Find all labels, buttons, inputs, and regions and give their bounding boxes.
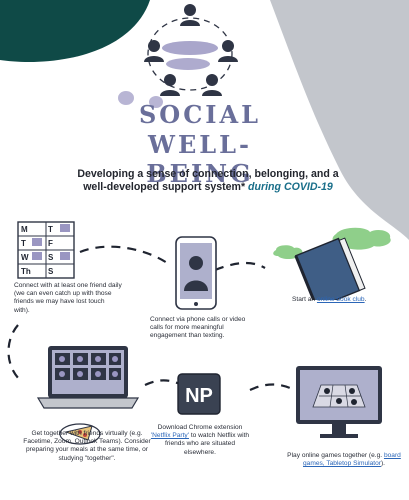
book-club-prefix: Start an xyxy=(292,296,316,303)
calendar-letter-2: W xyxy=(21,253,29,262)
laptop-icon xyxy=(36,346,140,409)
title-line-2: WELL-BEING xyxy=(146,130,254,188)
subtitle-line-1: Developing a sense of connection, belong… xyxy=(77,168,339,180)
subtitle-accent: during COVID-19 xyxy=(248,181,333,193)
netflix-prefix: Download Chrome extension xyxy=(157,424,243,431)
netflix-party-icon: NP xyxy=(177,373,221,415)
board-games-link[interactable]: board games, Tabletop Simulator xyxy=(303,452,401,468)
netflix-party-link[interactable]: 'Netflix Party' xyxy=(150,432,189,440)
title-line-1: SOCIAL xyxy=(138,100,262,129)
calendar-letter-4: T xyxy=(48,225,53,234)
subtitle-line-2: well-developed support system* during CO… xyxy=(40,181,376,194)
phone-icon xyxy=(175,236,217,310)
calendar-letter-0: M xyxy=(21,225,28,234)
caption-netflix-party: Download Chrome extension 'Netflix Party… xyxy=(150,424,250,457)
caption-online-games: Play online games together (e.g. board g… xyxy=(282,452,406,468)
connection-circle-illustration xyxy=(118,4,238,108)
monitor-game-icon xyxy=(296,366,382,438)
np-icon-label: NP xyxy=(185,385,213,407)
caption-phone-calls: Connect via phone calls or video calls f… xyxy=(150,316,246,340)
calendar-letter-1: T xyxy=(21,239,26,248)
book-icon xyxy=(273,227,391,300)
online-book-club-link[interactable]: online book club xyxy=(316,296,365,303)
subtitle: Developing a sense of connection, belong… xyxy=(40,168,376,194)
pizza-icon xyxy=(59,423,101,445)
subtitle-main: well-developed support system* xyxy=(83,181,246,193)
caption-get-together: Get together with friends virtually (e.g… xyxy=(23,430,151,462)
games-suffix: ). xyxy=(380,460,385,468)
calendar-icon: M T W Th T F S S xyxy=(17,221,75,279)
caption-book-club: Start an online book club. xyxy=(292,296,402,304)
calendar-letter-3: Th xyxy=(21,267,31,276)
book-club-suffix: . xyxy=(364,296,367,303)
netflix-suffix: to watch Netflix with friends who are si… xyxy=(164,432,250,456)
calendar-letter-5: F xyxy=(48,239,53,248)
calendar-letter-7: S xyxy=(48,267,54,276)
games-prefix: Play online games together (e.g. xyxy=(287,452,383,459)
calendar-letter-6: S xyxy=(48,253,54,262)
caption-connect-friend: Connect with at least one friend daily (… xyxy=(14,282,122,314)
